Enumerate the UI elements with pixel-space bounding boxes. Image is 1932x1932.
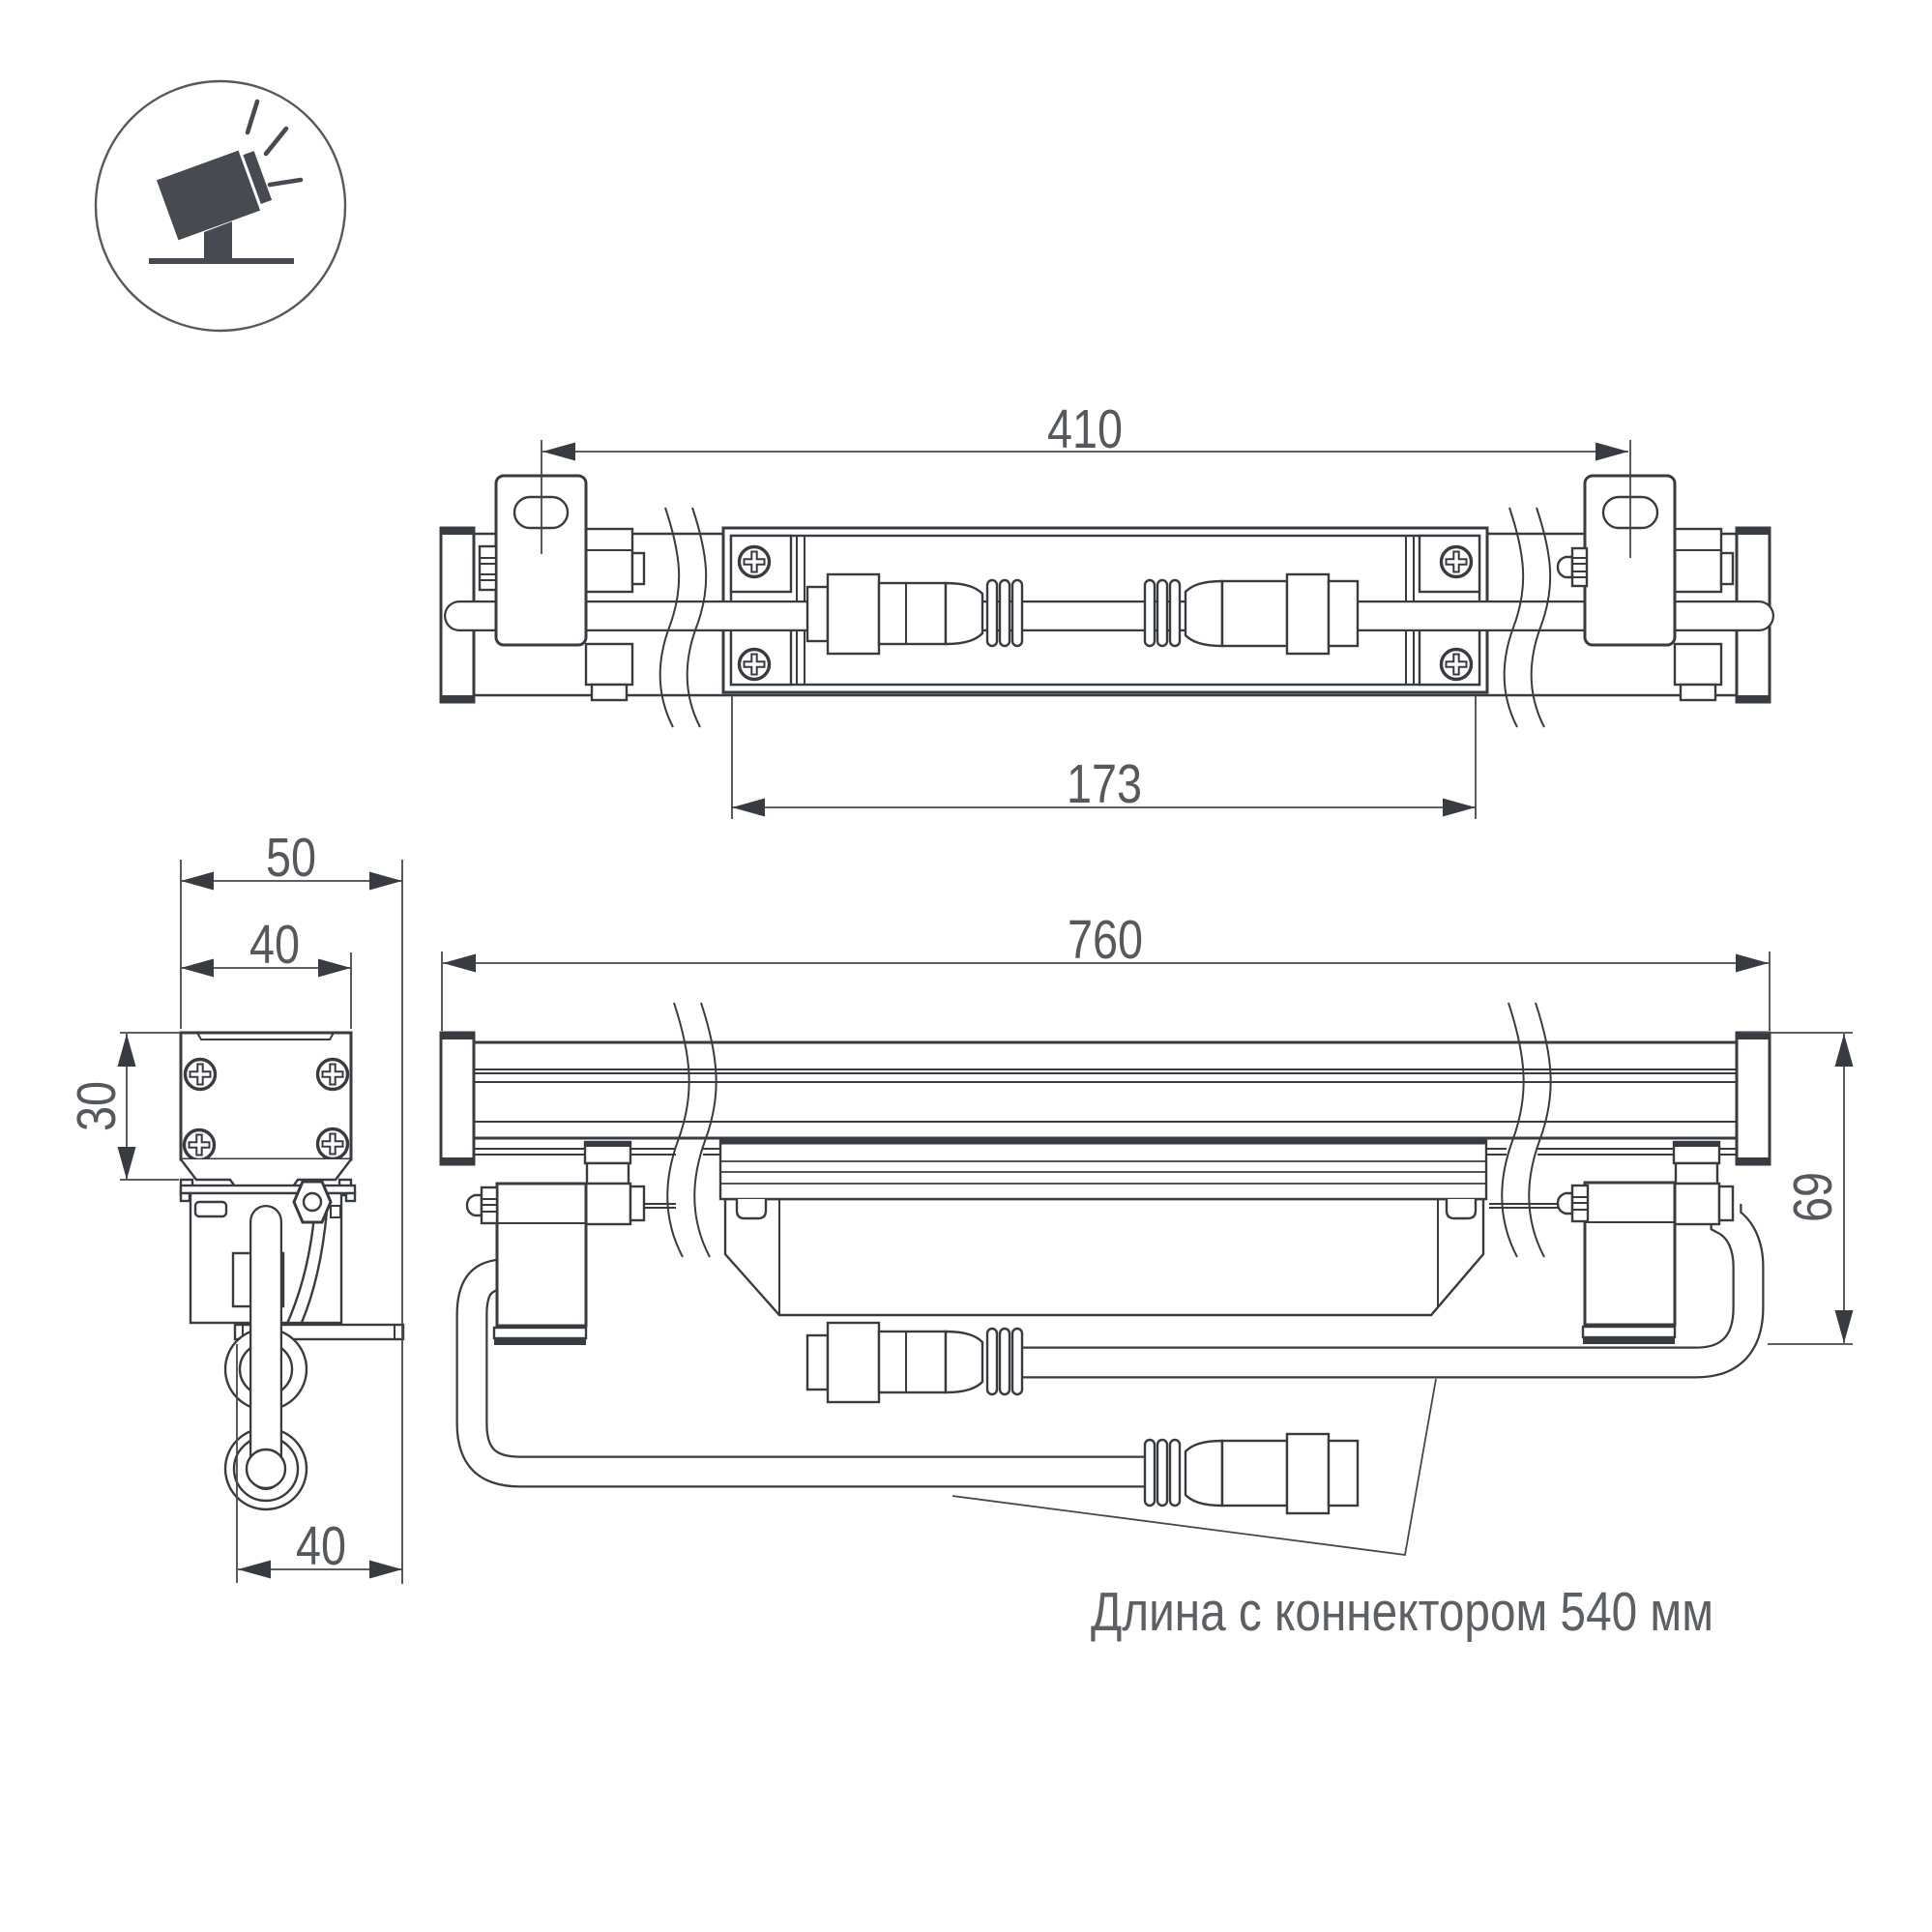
top-connector-left bbox=[805, 572, 1024, 656]
front-module-tab bbox=[1445, 1199, 1478, 1220]
dimension-50: 50 bbox=[180, 827, 403, 1584]
screw-icon bbox=[183, 1057, 218, 1092]
side-body-top-notch bbox=[196, 1032, 335, 1040]
front-right-end-cap bbox=[1735, 1031, 1771, 1166]
top-left-nut bbox=[478, 544, 498, 592]
front-left-bracket bbox=[492, 1182, 588, 1345]
icon-floodlight-body bbox=[156, 150, 261, 241]
dimension-410: 410 bbox=[541, 398, 1631, 558]
top-connector-right bbox=[1143, 572, 1360, 656]
dim-label-69: 69 bbox=[1782, 1172, 1844, 1222]
dimension-69: 69 bbox=[1741, 1032, 1854, 1345]
side-connector-tip bbox=[245, 1448, 287, 1490]
top-right-nut bbox=[1556, 546, 1589, 588]
dim-label-30: 30 bbox=[66, 1081, 128, 1131]
dim-label-410: 410 bbox=[1047, 398, 1123, 460]
dimension-40-top: 40 bbox=[181, 914, 352, 1029]
front-right-bracket bbox=[1581, 1181, 1677, 1344]
dim-label-40-bottom: 40 bbox=[296, 1515, 346, 1577]
top-view bbox=[439, 474, 1774, 728]
front-left-end-cap bbox=[439, 1031, 476, 1166]
icon-light-rays bbox=[245, 99, 304, 188]
screw-icon bbox=[737, 647, 772, 682]
screw-icon bbox=[315, 1127, 350, 1161]
front-thin-cable bbox=[644, 1203, 1558, 1209]
screw-icon bbox=[182, 1127, 217, 1162]
dim-label-760: 760 bbox=[1068, 909, 1143, 971]
front-upper-connector bbox=[805, 1321, 1024, 1404]
dim-label-50: 50 bbox=[266, 827, 316, 889]
screw-icon bbox=[315, 1057, 350, 1092]
front-view bbox=[439, 1002, 1771, 1557]
dimension-30: 30 bbox=[66, 1032, 181, 1181]
side-pivot-screw-tip bbox=[330, 1205, 341, 1218]
front-right-clamp bbox=[1672, 1140, 1735, 1226]
side-cable-curve bbox=[284, 1215, 316, 1327]
annotation-leader bbox=[951, 1378, 1437, 1557]
icon-floodlight-stand bbox=[204, 221, 232, 261]
icon-floodlight-lens bbox=[243, 151, 273, 204]
screw-icon bbox=[737, 544, 772, 579]
dim-label-173: 173 bbox=[1067, 753, 1142, 815]
front-break-lines bbox=[666, 1002, 1552, 1258]
top-left-clamp bbox=[584, 527, 646, 702]
top-break-lines bbox=[659, 507, 1552, 728]
front-module-band bbox=[718, 1138, 1488, 1201]
front-left-cable bbox=[455, 1258, 1147, 1488]
dimensions: 410 173 50 40 bbox=[66, 398, 1854, 1584]
front-module-housing bbox=[723, 1197, 1485, 1317]
screw-icon bbox=[1439, 647, 1474, 682]
side-plate-tab bbox=[179, 1191, 191, 1203]
front-left-nut bbox=[465, 1186, 499, 1225]
side-plate-tab bbox=[344, 1191, 357, 1203]
front-right-cable bbox=[1023, 1204, 1765, 1379]
dimension-760: 760 bbox=[441, 909, 1771, 1031]
side-view bbox=[179, 1031, 405, 1511]
floodlight-icon bbox=[94, 79, 347, 333]
screw-icon bbox=[1439, 544, 1474, 579]
front-right-nut bbox=[1556, 1184, 1590, 1223]
dimension-40-bottom: 40 bbox=[236, 1344, 402, 1583]
dim-label-40-top: 40 bbox=[249, 914, 300, 976]
front-lower-connector bbox=[1143, 1432, 1360, 1515]
side-pivot-bolt bbox=[302, 1191, 323, 1213]
side-clamp-slot bbox=[193, 1200, 228, 1218]
side-pivot-nut bbox=[292, 1180, 333, 1224]
front-module-tab bbox=[735, 1199, 768, 1220]
cable-length-note: Длина с коннектором 540 мм bbox=[1091, 1581, 1713, 1643]
dimension-173: 173 bbox=[731, 695, 1477, 819]
front-left-clamp bbox=[583, 1140, 646, 1226]
top-right-clamp bbox=[1673, 527, 1735, 702]
